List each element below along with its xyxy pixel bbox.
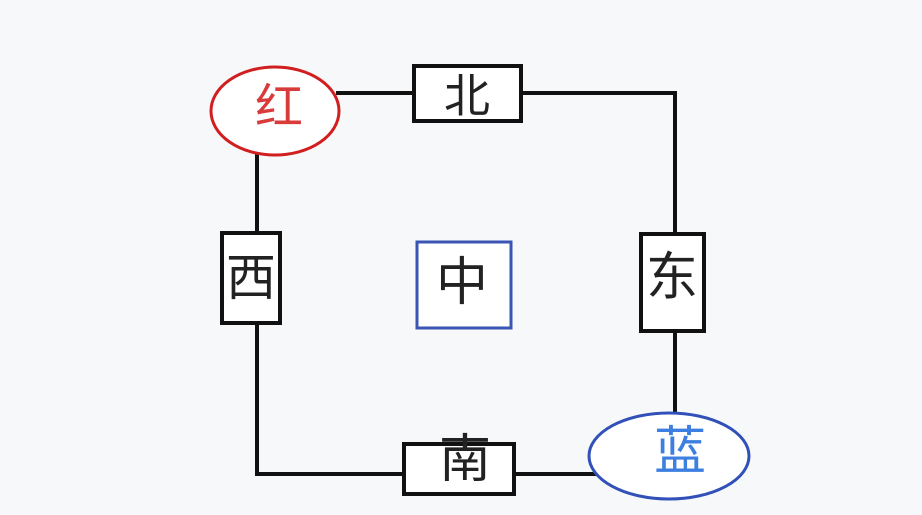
west-node: 西 [220, 231, 282, 325]
east-node: 东 [639, 232, 706, 333]
north-box [412, 64, 523, 123]
red-ellipse [209, 65, 341, 157]
red-label: 红 [255, 79, 303, 135]
north-label: 北 [444, 69, 490, 123]
center-node: 中 [415, 240, 513, 330]
west-label: 西 [226, 249, 276, 307]
west-box [220, 231, 282, 325]
north-node: 北 [412, 64, 523, 123]
south-box [402, 442, 516, 496]
red-node: 红 [209, 65, 341, 157]
south-node: 南 [402, 430, 516, 496]
blue-ellipse [587, 411, 751, 501]
south-label: 南 [439, 430, 491, 490]
center-box [415, 240, 513, 330]
blue-label: 蓝 [654, 422, 706, 482]
line-south-west [255, 323, 404, 476]
blue-node: 蓝 [587, 411, 751, 501]
center-label: 中 [436, 253, 488, 313]
east-box [639, 232, 706, 333]
connector-lines [255, 91, 677, 476]
east-label: 东 [646, 248, 698, 308]
line-north-east [521, 91, 677, 234]
